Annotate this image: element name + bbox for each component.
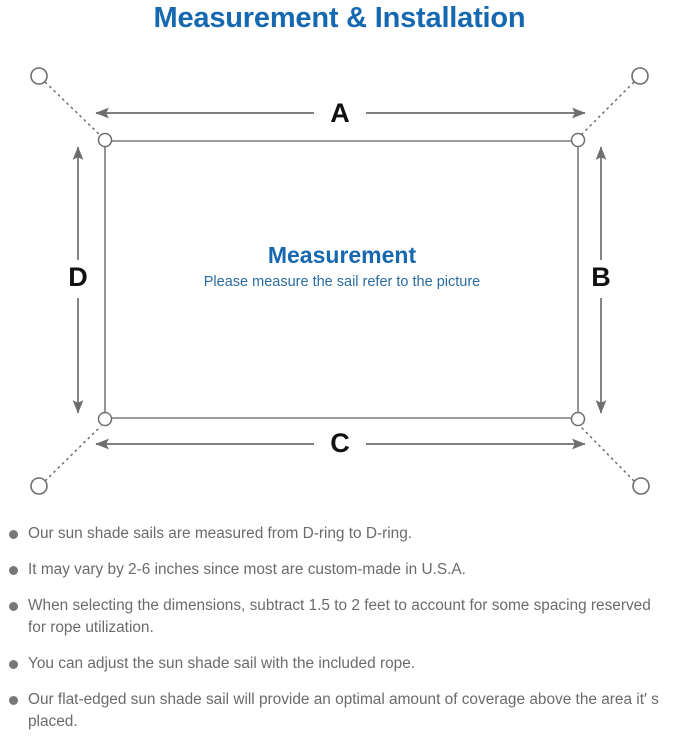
dimension-label-d: D xyxy=(62,264,94,291)
measurement-diagram: A C D B Measurement Please measure the s… xyxy=(0,45,679,520)
rope-lines xyxy=(44,81,635,482)
rope-top-left xyxy=(44,81,102,137)
diagram-svg xyxy=(30,67,650,495)
dimension-label-c: C xyxy=(318,430,362,457)
bullet-icon xyxy=(9,696,18,705)
note-text: Our flat-edged sun shade sail will provi… xyxy=(28,691,659,730)
note-item: You can adjust the sun shade sail with t… xyxy=(0,653,679,675)
bullet-icon xyxy=(9,566,18,575)
d-ring-top-left xyxy=(97,132,113,148)
dimension-arrows xyxy=(72,107,607,450)
bullet-icon xyxy=(9,602,18,611)
note-item: Our flat-edged sun shade sail will provi… xyxy=(0,689,679,733)
rope-bottom-right xyxy=(579,425,635,482)
d-ring-top-right xyxy=(570,132,586,148)
rope-top-right xyxy=(579,81,635,137)
note-item: Our sun shade sails are measured from D-… xyxy=(0,523,679,545)
note-item: It may vary by 2-6 inches since most are… xyxy=(0,559,679,581)
bullet-icon xyxy=(9,530,18,539)
rope-bottom-left xyxy=(44,425,102,482)
notes-list: Our sun shade sails are measured from D-… xyxy=(0,523,679,733)
anchor-bottom-left xyxy=(30,477,48,495)
note-text: When selecting the dimensions, subtract … xyxy=(28,597,651,636)
anchor-bottom-right xyxy=(632,477,650,495)
dimension-label-a: A xyxy=(318,100,362,127)
anchor-points xyxy=(30,67,650,495)
note-text: It may vary by 2-6 inches since most are… xyxy=(28,561,466,578)
bullet-icon xyxy=(9,660,18,669)
note-text: Our sun shade sails are measured from D-… xyxy=(28,525,413,542)
note-text: You can adjust the sun shade sail with t… xyxy=(28,655,416,672)
d-rings xyxy=(97,132,586,427)
note-item: When selecting the dimensions, subtract … xyxy=(0,595,679,639)
sail-outline xyxy=(104,140,579,419)
d-ring-bottom-left xyxy=(97,411,113,427)
anchor-top-right xyxy=(631,67,649,85)
page-title: Measurement & Installation xyxy=(153,2,526,34)
anchor-top-left xyxy=(30,67,48,85)
d-ring-bottom-right xyxy=(570,411,586,427)
dimension-label-b: B xyxy=(585,264,617,291)
